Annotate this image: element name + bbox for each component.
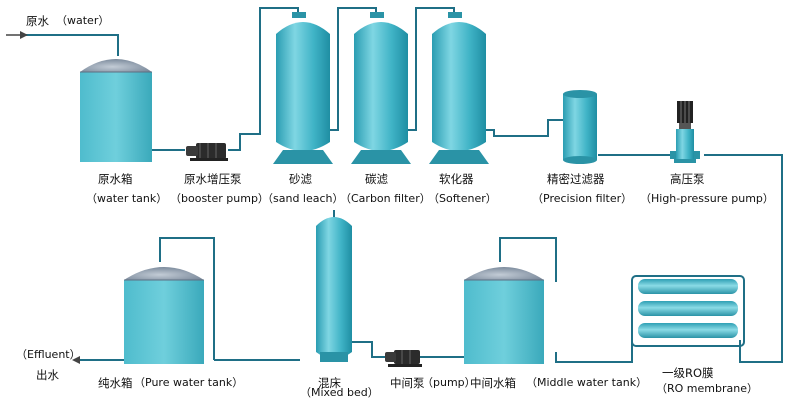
hp-pump-label-en: （High-pressure pump）: [640, 192, 774, 205]
inlet-arrow-icon: [6, 31, 28, 39]
effluent-label-en: （Effluent）: [16, 348, 81, 361]
softener: [429, 12, 489, 164]
pipe-ro-permeate: [499, 237, 557, 282]
pipe-booster-to-sand: [228, 7, 299, 151]
pure-tank-label-en: （Pure water tank）: [134, 376, 244, 389]
carbon-filter-label-cn: 碳滤: [365, 172, 388, 186]
precision-filter-label-en: （Precision filter）: [532, 192, 633, 205]
pipe-hp-to-ro: [704, 154, 783, 363]
pipe-carbon-to-softener: [408, 7, 455, 131]
raw-tank-label-cn: 原水箱: [98, 172, 133, 186]
mid-pump-label-cn: 中间泵: [390, 376, 425, 390]
ro-label-en: （RO membrane）: [656, 382, 758, 395]
raw-tank-label-en: （water tank）: [86, 192, 168, 205]
booster-pump-label-en: （booster pump）: [170, 192, 269, 205]
pipe-softener-to-precision: [486, 119, 564, 137]
mixed-bed-label-en: （Mixed bed）: [300, 386, 379, 399]
carbon-filter-label-en: （Carbon filter）: [340, 192, 431, 205]
pure-water-tank: [124, 267, 204, 364]
raw-water-tank: [80, 59, 152, 162]
softener-label-en: （Softener）: [428, 192, 497, 205]
middle-tank-label-cn: 中间水箱: [470, 376, 516, 390]
hp-pump-label-cn: 高压泵: [670, 172, 705, 186]
outlet-arrow-icon: [72, 356, 80, 364]
raw-water-label-en: （water）: [56, 14, 110, 27]
pipe-sand-to-carbon: [330, 7, 377, 131]
mixed-bed: [316, 217, 352, 362]
precision-filter-label-cn: 精密过滤器: [547, 172, 605, 186]
pipe-pump-to-mixed: [352, 341, 386, 358]
booster-pump-label-cn: 原水增压泵: [184, 172, 242, 186]
pipe-pure-inlet: [159, 237, 215, 360]
raw-water-label-cn: 原水: [26, 14, 49, 28]
middle-tank-label-en: （Middle water tank）: [526, 376, 648, 389]
carbon-filter: [351, 12, 411, 164]
middle-water-tank: [464, 267, 544, 364]
mixed-bed-label-cn: 混床: [318, 376, 341, 390]
softener-label-cn: 软化器: [439, 172, 474, 186]
sand-filter-label-cn: 砂滤: [289, 172, 312, 186]
sand-filter-label-en: （sand leach）: [262, 192, 344, 205]
booster-pump-icon: [186, 143, 228, 161]
pipe-ro-to-middle: [555, 340, 633, 363]
pure-tank-label-cn: 纯水箱: [98, 376, 133, 390]
effluent-label-cn: 出水: [36, 368, 59, 382]
mid-pump-label-en: （pump）: [422, 376, 476, 389]
sand-filter: [273, 12, 333, 164]
ro-membrane-array: [631, 275, 745, 347]
inlet-pipe: [20, 34, 119, 56]
pipes: [20, 7, 783, 363]
precision-filter: [563, 90, 597, 164]
ro-label-cn: 一级RO膜: [662, 366, 714, 380]
middle-pump-icon: [385, 350, 422, 367]
high-pressure-pump-icon: [670, 101, 700, 163]
